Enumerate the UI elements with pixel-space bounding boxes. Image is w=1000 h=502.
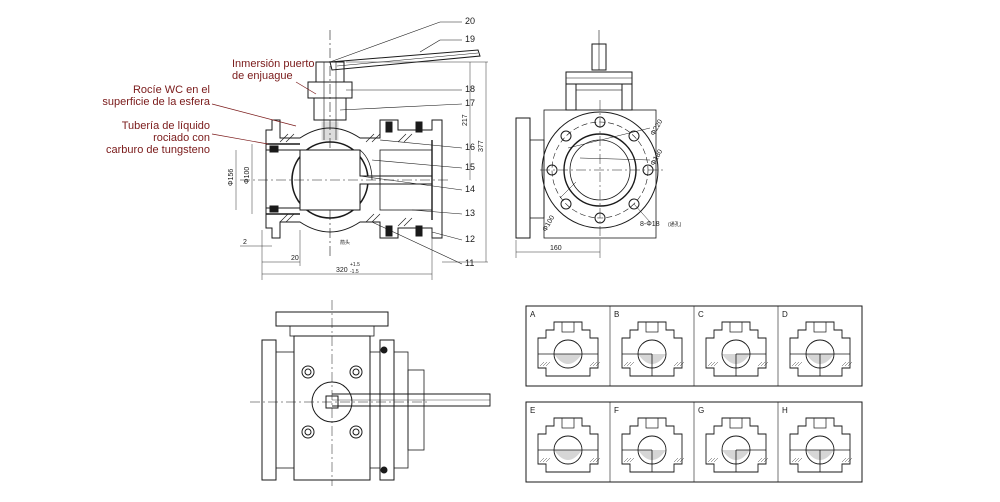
port-view-cell: F [609, 402, 685, 482]
dim-d180: Φ180 [650, 148, 665, 167]
dim-d220: Φ220 [650, 118, 665, 137]
mini-valve-body [621, 417, 683, 473]
top-view [250, 300, 491, 486]
dim-20: 20 [291, 255, 299, 262]
part-number: 19 [465, 34, 475, 44]
mini-valve-body [705, 417, 767, 473]
port-view-label: D [782, 310, 788, 319]
mini-valve-body [789, 417, 851, 473]
dim-d100: Φ100 [244, 167, 251, 184]
port-view-cell: A [530, 310, 601, 377]
part-number: 11 [465, 258, 474, 268]
port-view-cell: B [609, 306, 685, 386]
part-number: 12 [465, 234, 475, 244]
port-view-cell: C [693, 306, 769, 386]
part-number: 15 [465, 162, 475, 172]
port-view-label: C [698, 310, 704, 319]
dim-bolts: 8-Φ18 [640, 221, 660, 228]
port-view-label: G [698, 406, 704, 415]
port-view-label: F [614, 406, 619, 415]
port-view-cell: E [530, 406, 601, 473]
dim-320: 320 [336, 267, 348, 274]
handle-lever [329, 49, 481, 71]
part-number: 14 [465, 184, 475, 194]
part-number: 18 [465, 84, 475, 94]
callout-flush-port: Inmersión puerto de enjuague [232, 58, 315, 82]
port-view-cell: G [693, 402, 769, 482]
dim-377: 377 [478, 140, 485, 152]
dim-d100-end: Φ100 [542, 214, 557, 233]
mini-valve-body [705, 321, 767, 377]
callout-pipe-spray: Tubería de líquido rociado con carburo d… [106, 120, 210, 156]
port-view-label: A [530, 310, 536, 319]
dim-tol-plus: +1.5 [350, 262, 360, 268]
part-number: 20 [465, 16, 475, 26]
dim-d156: Φ156 [228, 169, 235, 186]
dim-2: 2 [243, 239, 247, 246]
section-view [235, 21, 488, 280]
port-position-grid: A B C D E F G H [525, 305, 863, 483]
dimension-lines [235, 61, 488, 280]
callout-line: Rocíe WC en el [132, 84, 210, 96]
part-number: 17 [465, 98, 475, 108]
flow-note: 箭头 [340, 239, 350, 246]
port-view-label: H [782, 406, 788, 415]
port-view-label: B [614, 310, 619, 319]
mini-valve-body [789, 321, 851, 377]
mini-valve-body [537, 417, 599, 473]
callout-line: rociado con [153, 132, 210, 144]
callout-line: de enjuague [232, 70, 293, 82]
dim-bolts-note: (通孔) [668, 221, 682, 228]
end-view [515, 30, 664, 258]
mini-valve-body [621, 321, 683, 377]
port-view-cell: H [777, 402, 853, 482]
callout-ball-spray: Rocíe WC en el superficie de la esfera [102, 84, 210, 108]
part-number: 16 [465, 142, 475, 152]
dim-160: 160 [550, 245, 562, 252]
callout-line: Tubería de líquido [121, 120, 210, 132]
port-view-label: E [530, 406, 535, 415]
mini-valve-body [537, 321, 599, 377]
dim-217: 217 [462, 114, 469, 126]
part-leaders [329, 21, 463, 265]
port-view-cell: D [777, 306, 853, 386]
callout-line: superficie de la esfera [102, 96, 210, 108]
part-number: 13 [465, 208, 475, 218]
callout-line: carburo de tungsteno [106, 144, 210, 156]
dim-tol-minus: -1.5 [350, 269, 359, 275]
callout-line: Inmersión puerto [232, 58, 315, 70]
